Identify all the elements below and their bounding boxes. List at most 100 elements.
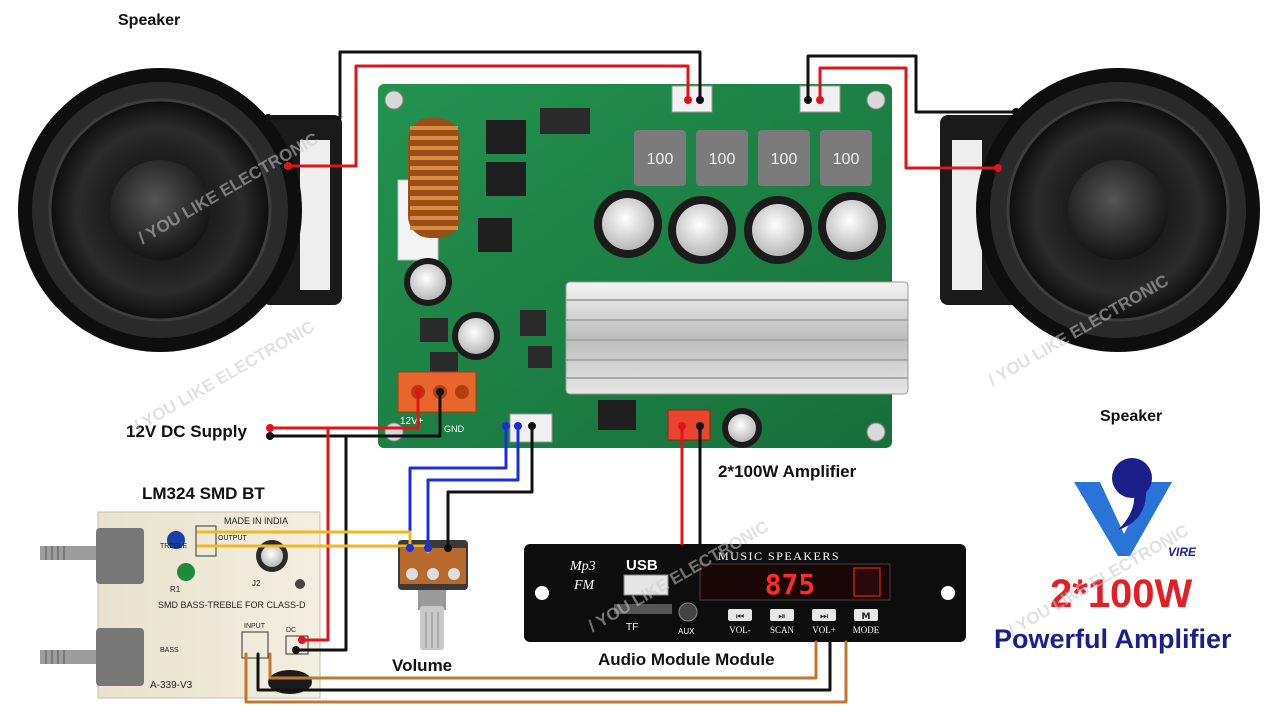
toroid-inductor bbox=[408, 118, 460, 238]
component-icon bbox=[177, 563, 195, 581]
output-inductor bbox=[758, 130, 810, 186]
output-inductor bbox=[634, 130, 686, 186]
aux-jack[interactable] bbox=[678, 602, 698, 622]
ic-chip bbox=[420, 318, 448, 342]
tone-description: SMD BASS-TREBLE FOR CLASS-D bbox=[158, 600, 306, 610]
logo-text: VIRE bbox=[1168, 545, 1197, 559]
fm-logo: FM bbox=[573, 578, 596, 593]
wire-supply-red bbox=[268, 390, 420, 430]
dc-supply-label: 12V DC Supply bbox=[126, 422, 247, 441]
play-pause-icon: ⏯ bbox=[778, 612, 785, 622]
vol-minus-label: VOL- bbox=[729, 625, 751, 635]
tone-model: A-339-V3 bbox=[150, 680, 193, 691]
wire-signal-blue-1 bbox=[408, 424, 508, 550]
mode-label: MODE bbox=[853, 625, 880, 635]
mp3-logo: Mp3 bbox=[569, 559, 596, 574]
mode-button[interactable] bbox=[854, 609, 878, 621]
dc-label: DC bbox=[286, 627, 296, 634]
speaker-left-label: Speaker bbox=[118, 12, 181, 29]
mosfet bbox=[486, 162, 526, 196]
amplifier-label: 2*100W Amplifier bbox=[718, 462, 857, 481]
wire-tone-power-red bbox=[300, 426, 330, 642]
left-speaker-sticker bbox=[300, 140, 330, 290]
mount-hole-icon bbox=[384, 90, 404, 110]
output-inductor bbox=[696, 130, 748, 186]
frequency-display: 875 bbox=[765, 568, 816, 601]
wire-signal-blue-2 bbox=[426, 424, 520, 550]
wire-tone-output-yellow-1 bbox=[196, 530, 412, 550]
output-inductors: 100 100 100 100 bbox=[634, 130, 872, 186]
mosfet bbox=[486, 120, 526, 154]
inductor-label: 100 bbox=[833, 151, 860, 168]
wires bbox=[196, 50, 1018, 704]
volume-potentiometer bbox=[398, 540, 468, 650]
wire-joints bbox=[264, 96, 1020, 654]
left-speaker bbox=[18, 68, 342, 352]
tone-board-label: LM324 SMD BT bbox=[142, 484, 265, 503]
wire-audio-black bbox=[256, 640, 832, 692]
tf-label: TF bbox=[626, 622, 638, 633]
wire-tone-power-black bbox=[294, 434, 348, 652]
tone-control-board: MADE IN INDIA SMD BASS-TREBLE FOR CLASS-… bbox=[40, 511, 321, 699]
usb-port[interactable] bbox=[623, 574, 669, 596]
wire-audio-brown-1 bbox=[244, 640, 848, 704]
wire-right-speaker-red bbox=[818, 66, 1000, 170]
r1-label: R1 bbox=[170, 585, 181, 594]
prev-icon: ⏮ bbox=[736, 612, 744, 622]
brand-title: 2*100W bbox=[1050, 572, 1193, 616]
left-speaker-terminal bbox=[671, 85, 713, 113]
component-icon bbox=[167, 531, 185, 549]
module-buttons: ⏮ ⏯ ⏭ M VOL- SCAN VOL+ MODE bbox=[728, 609, 880, 635]
wire-right-speaker-black bbox=[806, 54, 1018, 114]
wire-audio-brown-2 bbox=[268, 640, 818, 680]
input-label: INPUT bbox=[244, 623, 266, 630]
ic-chip bbox=[520, 310, 546, 336]
left-speaker-dustcap bbox=[110, 160, 210, 260]
vol-plus-button[interactable] bbox=[812, 609, 836, 621]
bass-shaft bbox=[40, 650, 100, 664]
scan-button[interactable] bbox=[770, 609, 794, 621]
vire-logo: VIRE bbox=[1074, 458, 1197, 559]
ic-chip bbox=[430, 352, 458, 372]
wire-signal-black bbox=[446, 424, 534, 550]
bass-label: BASS bbox=[160, 647, 179, 654]
mp3-audio-module: Mp3 FM USB TF AUX MUSIC SPEAKERS 875 ⏮ ⏯… bbox=[524, 544, 966, 642]
mosfet bbox=[478, 218, 512, 252]
volume-label: Volume bbox=[392, 656, 453, 675]
inductor-label: 100 bbox=[771, 151, 798, 168]
heatsink bbox=[565, 281, 909, 395]
treble-label: TREBLE bbox=[160, 543, 188, 550]
bass-pot bbox=[96, 628, 144, 686]
ic-chip bbox=[540, 108, 590, 134]
treble-pot bbox=[96, 528, 144, 584]
inductor-label: 100 bbox=[709, 151, 736, 168]
mount-hole-icon bbox=[866, 422, 886, 442]
pcb-gnd-label: GND bbox=[444, 424, 465, 434]
treble-shaft bbox=[40, 546, 100, 560]
inductor-label: 100 bbox=[647, 151, 674, 168]
ic-chip bbox=[528, 346, 552, 368]
right-speaker-dustcap bbox=[1068, 160, 1168, 260]
speaker-right-label: Speaker bbox=[1100, 408, 1163, 425]
next-icon: ⏭ bbox=[820, 612, 828, 622]
output-label: OUTPUT bbox=[218, 535, 248, 542]
aux-label: AUX bbox=[678, 627, 695, 636]
made-in-label: MADE IN INDIA bbox=[224, 516, 288, 526]
module-header: MUSIC SPEAKERS bbox=[718, 549, 840, 563]
filter-capacitors bbox=[404, 190, 886, 448]
usb-label: USB bbox=[626, 557, 658, 574]
amplifier-board: 100 100 100 100 bbox=[378, 84, 909, 448]
vol-plus-label: VOL+ bbox=[812, 625, 836, 635]
ic-chip bbox=[598, 400, 636, 430]
scan-label: SCAN bbox=[770, 625, 795, 635]
wire-left-speaker-black bbox=[266, 50, 702, 120]
pcb-input-label: 12V+ bbox=[400, 416, 424, 427]
j2-label: J2 bbox=[252, 579, 261, 588]
vol-minus-button[interactable] bbox=[728, 609, 752, 621]
brand-subtitle: Powerful Amplifier bbox=[994, 624, 1232, 654]
output-inductor bbox=[820, 130, 872, 186]
right-speaker bbox=[940, 68, 1260, 352]
tf-card-slot[interactable] bbox=[614, 604, 672, 614]
logo-v-icon bbox=[1074, 482, 1172, 556]
